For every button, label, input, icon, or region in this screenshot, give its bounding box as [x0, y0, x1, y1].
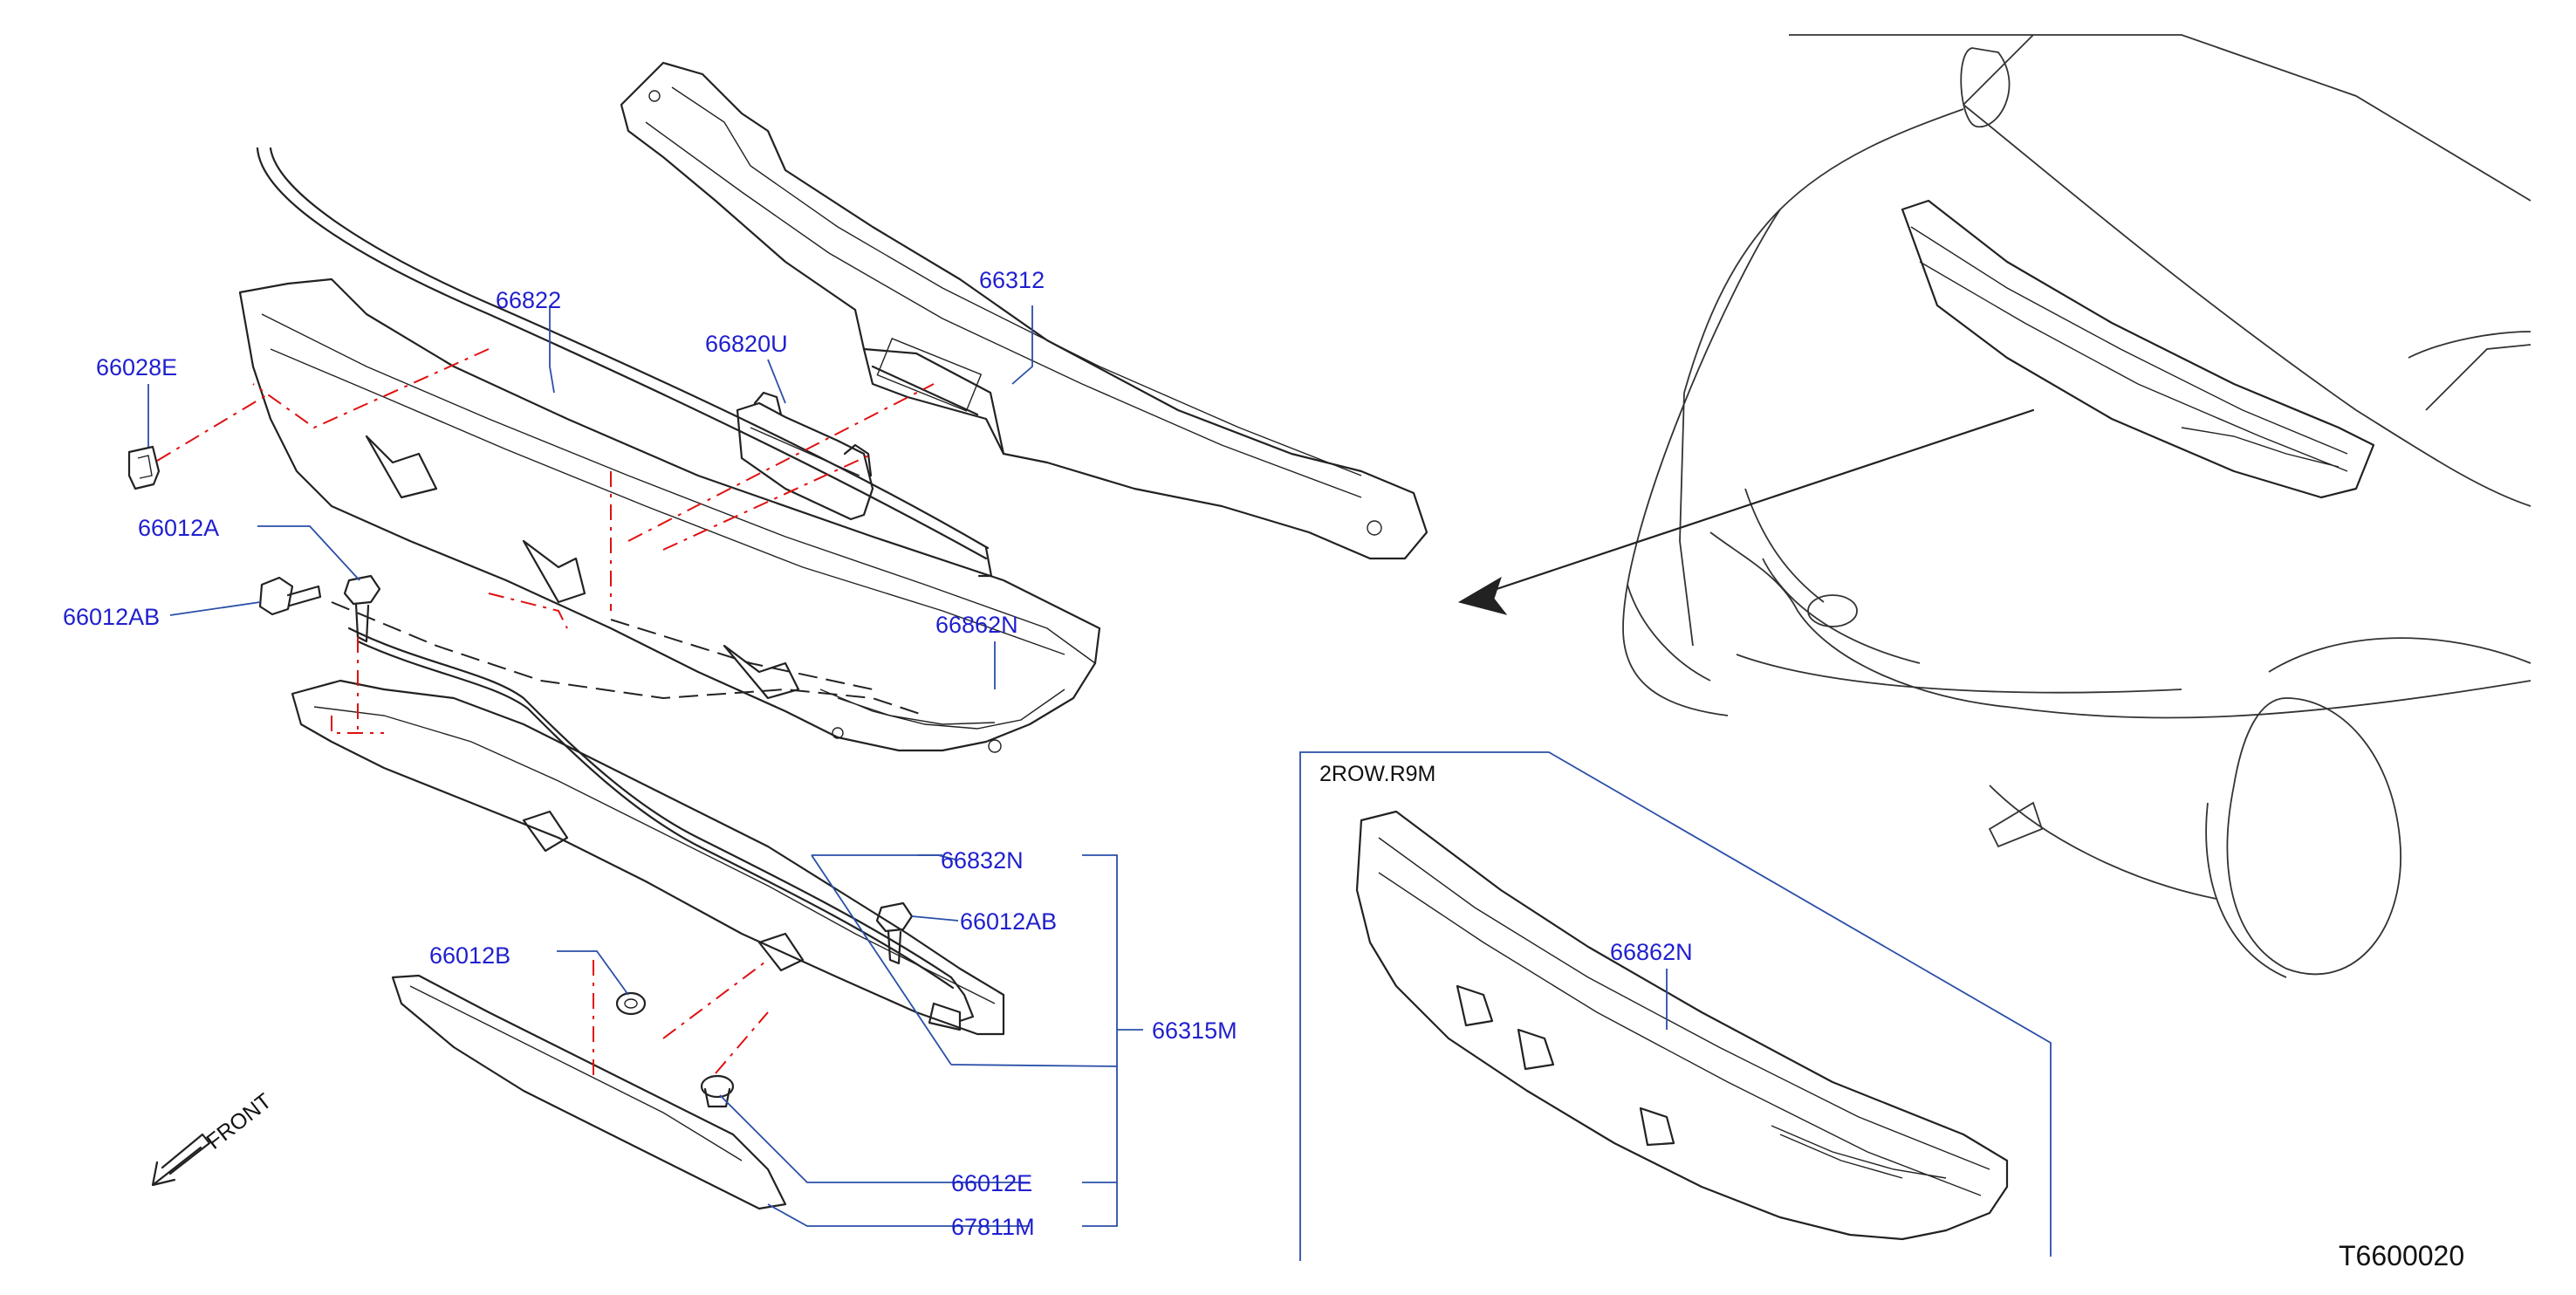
bolt-66012AB-left[interactable] — [258, 576, 322, 616]
inset-panel — [1299, 751, 2052, 1261]
cowl-rail-66315M[interactable] — [347, 627, 975, 1023]
clip-66028E[interactable] — [127, 445, 161, 490]
location-arrow-icon — [1457, 408, 2035, 615]
label-66012E: 66012E — [951, 1170, 1032, 1196]
nut-66012B[interactable] — [615, 991, 647, 1016]
label-66822: 66822 — [496, 287, 561, 313]
label-66012A: 66012A — [138, 515, 219, 541]
diagram-id: T6600020 — [2339, 1240, 2464, 1271]
vehicle-location-illustration — [1622, 34, 2531, 978]
grommet-66012E[interactable] — [700, 1074, 735, 1108]
label-66315M: 66315M — [1152, 1018, 1237, 1044]
bolt-66012AB-right[interactable] — [875, 901, 914, 965]
lower-panel-67811M[interactable] — [391, 974, 787, 1210]
assembly-center-lines — [156, 348, 935, 1082]
label-66312: 66312 — [979, 267, 1045, 293]
leader-lines — [147, 305, 1143, 1227]
label-66820U: 66820U — [705, 331, 788, 357]
lower-cover-66832N[interactable] — [291, 679, 1005, 1036]
front-arrow-icon — [151, 1133, 211, 1187]
label-67811M: 67811M — [951, 1214, 1035, 1240]
label-inset-66862N: 66862N — [1610, 939, 1693, 965]
label-66028E: 66028E — [96, 354, 177, 380]
front-label: FRONT — [202, 1089, 276, 1155]
label-66012AB-right: 66012AB — [960, 908, 1057, 935]
cowl-grille-66862N[interactable] — [238, 278, 1101, 753]
cowl-top-panel-66312[interactable] — [620, 61, 1428, 560]
label-66832N: 66832N — [941, 847, 1024, 874]
label-66012B: 66012B — [429, 942, 510, 969]
screw-66012A[interactable] — [343, 574, 381, 643]
label-66862N: 66862N — [935, 612, 1018, 638]
hidden-outline — [331, 601, 926, 716]
cowl-seal-strip-66822[interactable] — [256, 147, 993, 578]
bracket-66820U[interactable] — [736, 391, 874, 521]
inset-cowl-66862N[interactable] — [1355, 810, 2009, 1241]
label-66012AB-left: 66012AB — [63, 604, 160, 630]
inset-title: 2ROW.R9M — [1319, 762, 1435, 786]
